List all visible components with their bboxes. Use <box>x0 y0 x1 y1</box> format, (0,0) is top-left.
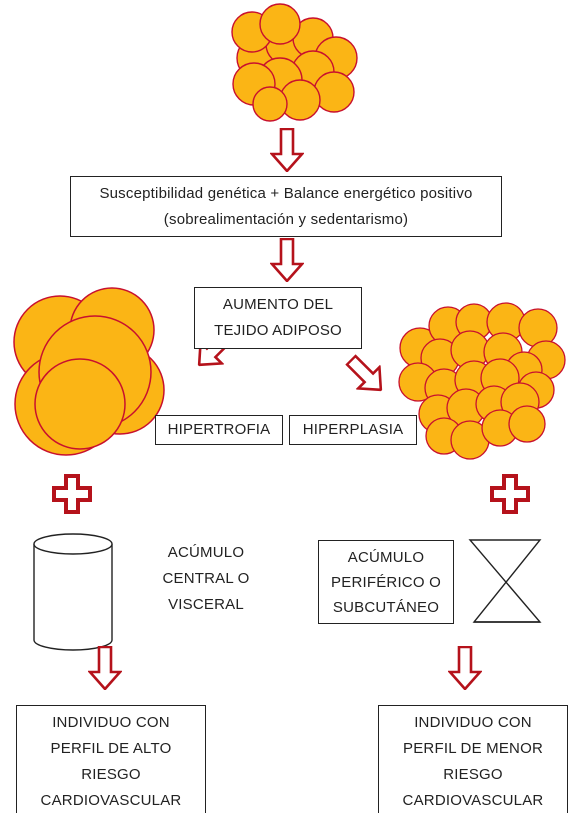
high-risk-line-1: INDIVIDUO CON <box>52 714 170 731</box>
hypertrophy-cells-icon <box>13 287 165 456</box>
cause-box: Susceptibilidad genética + Balance energ… <box>70 176 502 237</box>
high-risk-line-3: RIESGO <box>81 766 141 783</box>
peripheral-accumulation-box: ACÚMULO PERIFÉRICO O SUBCUTÁNEO <box>318 540 454 624</box>
plus-left-icon <box>52 474 92 514</box>
central-line-2: CENTRAL O <box>162 570 250 587</box>
hypertrophy-box: HIPERTROFIA <box>155 415 283 445</box>
low-risk-line-2: PERFIL DE MENOR <box>403 740 543 757</box>
down-arrow-1-icon <box>270 128 304 172</box>
cause-line-1: Susceptibilidad genética + Balance energ… <box>99 184 473 202</box>
low-risk-line-4: CARDIOVASCULAR <box>402 792 544 809</box>
cylinder-icon <box>33 533 113 651</box>
high-risk-line-4: CARDIOVASCULAR <box>40 792 182 809</box>
low-risk-line-1: INDIVIDUO CON <box>414 714 532 731</box>
down-arrow-2-icon <box>270 238 304 282</box>
hypertrophy-label: HIPERTROFIA <box>167 421 271 438</box>
down-arrow-right-icon <box>448 646 482 690</box>
hyperplasia-label: HIPERPLASIA <box>302 421 404 438</box>
hourglass-icon <box>468 539 542 623</box>
top-adipocyte-cluster-icon <box>231 3 358 122</box>
increase-line-1: AUMENTO DEL <box>222 296 334 313</box>
increase-line-2: TEJIDO ADIPOSO <box>214 322 342 339</box>
peripheral-line-2: PERIFÉRICO O <box>331 573 441 591</box>
diagonal-arrow-right-icon <box>339 348 393 402</box>
increase-box: AUMENTO DEL TEJIDO ADIPOSO <box>194 287 362 349</box>
peripheral-line-3: SUBCUTÁNEO <box>332 598 440 616</box>
high-risk-line-2: PERFIL DE ALTO <box>50 740 172 757</box>
hyperplasia-cells-icon <box>398 302 566 460</box>
central-accumulation-text: ACÚMULO CENTRAL O VISCERAL <box>136 540 276 618</box>
low-risk-box: INDIVIDUO CON PERFIL DE MENOR RIESGO CAR… <box>378 705 568 813</box>
cause-line-2: (sobrealimentación y sedentarismo) <box>163 210 409 228</box>
high-risk-box: INDIVIDUO CON PERFIL DE ALTO RIESGO CARD… <box>16 705 206 813</box>
low-risk-line-3: RIESGO <box>443 766 503 783</box>
down-arrow-left-icon <box>88 646 122 690</box>
peripheral-line-1: ACÚMULO <box>347 548 425 566</box>
central-line-1: ACÚMULO <box>167 544 245 561</box>
central-line-3: VISCERAL <box>168 596 244 613</box>
hyperplasia-box: HIPERPLASIA <box>289 415 417 445</box>
plus-right-icon <box>490 474 530 514</box>
